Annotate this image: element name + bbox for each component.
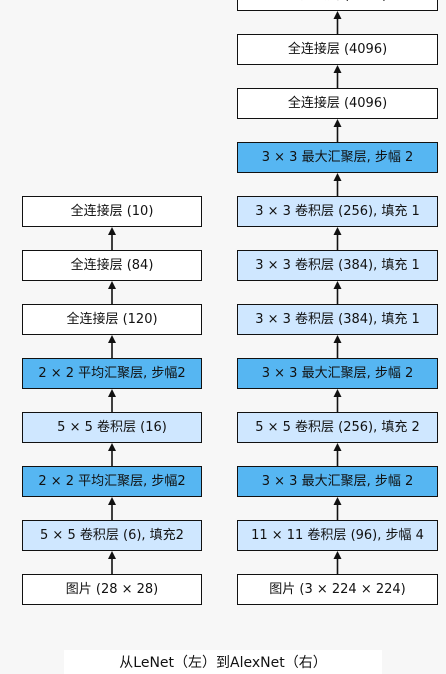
alexnet-layer-5: 3 × 3 卷积层 (384), 填充 1: [237, 250, 438, 281]
alexnet-layer-0-label: 全连接层 (1000): [288, 0, 387, 2]
lenet-layer-6-label: 5 × 5 卷积层 (6), 填充2: [40, 528, 184, 543]
alexnet-layer-4-label: 3 × 3 卷积层 (256), 填充 1: [255, 204, 420, 219]
alexnet-arrow-5-head: [333, 227, 342, 235]
alexnet-layer-9: 3 × 3 最大汇聚层, 步幅 2: [237, 466, 438, 497]
alexnet-arrow-3-head: [333, 119, 342, 127]
lenet-layer-4-label: 5 × 5 卷积层 (16): [57, 420, 167, 435]
alexnet-layer-6: 3 × 3 卷积层 (384), 填充 1: [237, 304, 438, 335]
alexnet-arrow-7-head: [333, 335, 342, 343]
alexnet-layer-11: 图片 (3 × 224 × 224): [237, 574, 438, 605]
lenet-layer-0-label: 全连接层 (10): [70, 204, 154, 219]
lenet-layer-3-label: 2 × 2 平均汇聚层, 步幅2: [38, 366, 186, 381]
lenet-arrow-1-head: [108, 227, 116, 235]
alexnet-layer-8: 5 × 5 卷积层 (256), 填充 2: [237, 412, 438, 443]
lenet-layer-2: 全连接层 (120): [22, 304, 202, 335]
lenet-layer-2-label: 全连接层 (120): [66, 312, 158, 327]
lenet-arrow-3-head: [108, 335, 116, 343]
alexnet-arrow-11-head: [333, 551, 342, 559]
lenet-layer-5: 2 × 2 平均汇聚层, 步幅2: [22, 466, 202, 497]
alexnet-arrow-1-head: [333, 11, 342, 19]
alexnet-arrow-9-head: [333, 443, 342, 451]
alexnet-arrow-10-head: [333, 497, 342, 505]
alexnet-layer-1-label: 全连接层 (4096): [287, 42, 388, 57]
alexnet-arrow-2-head: [333, 65, 342, 73]
lenet-layer-4: 5 × 5 卷积层 (16): [22, 412, 202, 443]
alexnet-layer-8-label: 5 × 5 卷积层 (256), 填充 2: [255, 420, 420, 435]
lenet-arrow-2-head: [108, 281, 116, 289]
lenet-layer-6: 5 × 5 卷积层 (6), 填充2: [22, 520, 202, 551]
alexnet-arrow-6-head: [333, 281, 342, 289]
alexnet-layer-7-label: 3 × 3 最大汇聚层, 步幅 2: [261, 366, 414, 381]
alexnet-layer-2-label: 全连接层 (4096): [287, 96, 388, 111]
alexnet-layer-6-label: 3 × 3 卷积层 (384), 填充 1: [255, 312, 420, 327]
alexnet-layer-10: 11 × 11 卷积层 (96), 步幅 4: [237, 520, 438, 551]
alexnet-layer-9-label: 3 × 3 最大汇聚层, 步幅 2: [261, 474, 414, 489]
lenet-layer-0: 全连接层 (10): [22, 196, 202, 227]
lenet-arrow-4-head: [108, 389, 116, 397]
lenet-layer-7: 图片 (28 × 28): [22, 574, 202, 605]
caption-background: [64, 650, 382, 674]
alexnet-layer-4: 3 × 3 卷积层 (256), 填充 1: [237, 196, 438, 227]
lenet-layer-1: 全连接层 (84): [22, 250, 202, 281]
lenet-layer-5-label: 2 × 2 平均汇聚层, 步幅2: [38, 474, 186, 489]
alexnet-layer-11-label: 图片 (3 × 224 × 224): [269, 582, 406, 597]
lenet-arrow-6-head: [108, 497, 116, 505]
alexnet-layer-1: 全连接层 (4096): [237, 34, 438, 65]
figure-caption: 从LeNet（左）到AlexNet（右）: [119, 655, 327, 671]
alexnet-layer-7: 3 × 3 最大汇聚层, 步幅 2: [237, 358, 438, 389]
alexnet-layer-3-label: 3 × 3 最大汇聚层, 步幅 2: [261, 150, 414, 165]
lenet-arrow-5-head: [108, 443, 116, 451]
alexnet-layer-10-label: 11 × 11 卷积层 (96), 步幅 4: [251, 528, 424, 543]
alexnet-layer-3: 3 × 3 最大汇聚层, 步幅 2: [237, 142, 438, 173]
lenet-layer-1-label: 全连接层 (84): [70, 258, 154, 273]
alexnet-layer-5-label: 3 × 3 卷积层 (384), 填充 1: [255, 258, 420, 273]
alexnet-arrow-8-head: [333, 389, 342, 397]
lenet-layer-7-label: 图片 (28 × 28): [65, 582, 159, 597]
lenet-layer-3: 2 × 2 平均汇聚层, 步幅2: [22, 358, 202, 389]
lenet-arrow-7-head: [108, 551, 116, 559]
alexnet-layer-0: 全连接层 (1000): [237, 0, 438, 11]
alexnet-layer-2: 全连接层 (4096): [237, 88, 438, 119]
alexnet-arrow-4-head: [333, 173, 342, 181]
